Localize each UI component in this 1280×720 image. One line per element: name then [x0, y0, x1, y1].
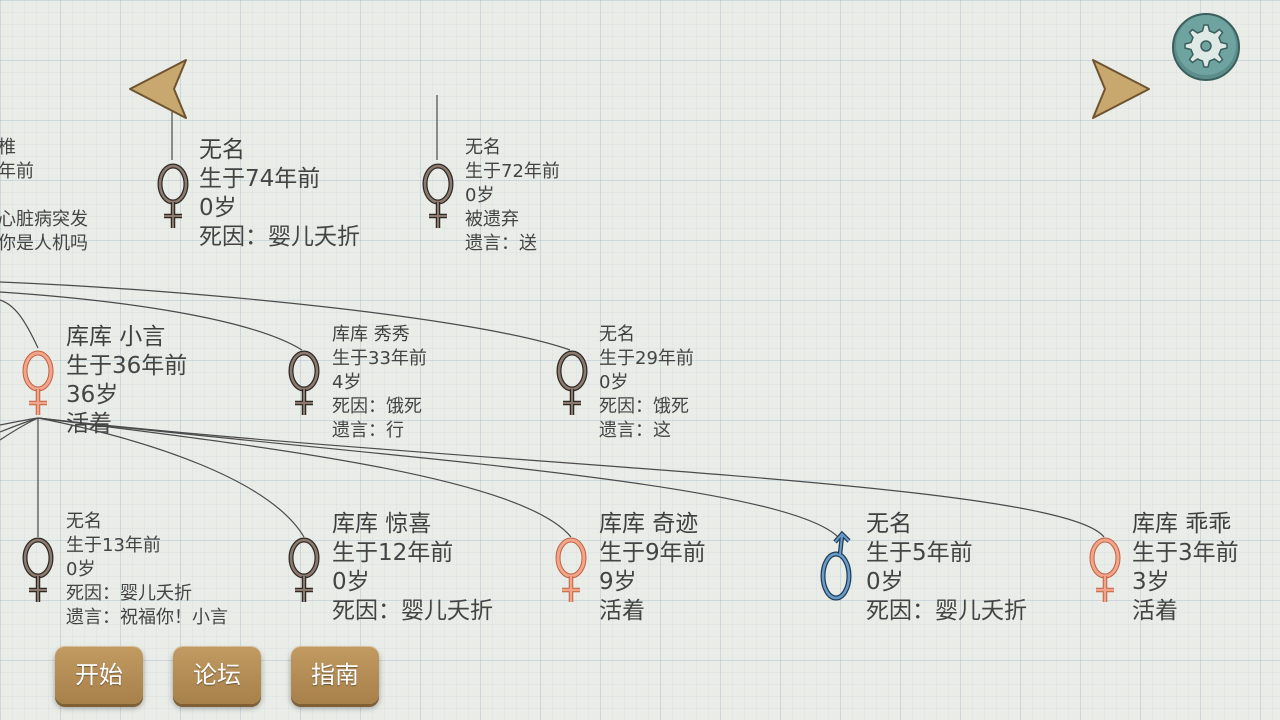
person-born: 生于36年前 [66, 353, 188, 379]
person-age: 0岁 [332, 569, 370, 595]
person-age: 0岁 [866, 569, 904, 595]
person-age: 0岁 [465, 185, 495, 206]
person-name: 库库 奇迹 [599, 511, 699, 537]
person-status: 死因：饿死 [599, 396, 689, 417]
settings-button[interactable] [1171, 12, 1241, 82]
tree-line [0, 281, 571, 351]
person-status: 死因：婴儿夭折 [866, 598, 1027, 624]
person-born: 生于33年前 [332, 348, 427, 369]
person-name: 无名 [66, 511, 102, 532]
person-status: 死因：婴儿夭折 [66, 583, 192, 604]
person-age: 36岁 [66, 382, 119, 408]
person-last-words: 遗言：祝福你！小言 [66, 607, 228, 628]
person-name: 库库 乖乖 [1132, 511, 1232, 537]
person-last-words: 你是人机吗 [0, 233, 88, 254]
person-age: 4岁 [332, 372, 362, 393]
female-symbol-icon [22, 350, 54, 415]
male-symbol-icon [820, 530, 852, 601]
person-status: 活着 [66, 411, 112, 437]
person-name: 库库 小言 [66, 324, 166, 350]
person-name: 无名 [199, 137, 245, 163]
person-last-words: 遗言：送 [465, 233, 537, 254]
gear-icon [1184, 24, 1228, 68]
person-status: 活着 [599, 598, 645, 624]
prev-page-button[interactable] [128, 58, 190, 120]
start-button[interactable]: 开始 [55, 646, 143, 704]
chevron-right-icon [1092, 59, 1150, 119]
person-last-words: 遗言：这 [599, 420, 671, 441]
female-symbol-icon [157, 163, 189, 228]
person-born: 生于72年前 [465, 161, 560, 182]
person-name: 椎 [0, 137, 16, 158]
person-status: 死因：婴儿夭折 [332, 598, 493, 624]
person-name: 库库 秀秀 [332, 324, 410, 345]
chevron-left-icon [129, 59, 187, 119]
person-age: 3岁 [1132, 569, 1170, 595]
person-born: 生于29年前 [599, 348, 694, 369]
tree-line [0, 417, 39, 441]
female-symbol-icon [556, 350, 588, 415]
tree-line [37, 417, 1105, 538]
female-symbol-icon [288, 350, 320, 415]
person-age: 9岁 [599, 569, 637, 595]
person-status: 活着 [1132, 598, 1178, 624]
person-name: 无名 [599, 324, 635, 345]
person-born: 生于13年前 [66, 535, 161, 556]
tree-line [0, 291, 303, 351]
tree-line [0, 299, 39, 349]
female-symbol-icon [288, 537, 320, 602]
female-symbol-icon [422, 163, 454, 228]
tree-line [37, 417, 572, 538]
person-born: 生于3年前 [1132, 540, 1239, 566]
person-cause: 心脏病突发 [0, 209, 88, 230]
person-born: 年前 [0, 161, 34, 182]
person-born: 生于74年前 [199, 166, 321, 192]
tree-line [37, 417, 839, 538]
tree-line [0, 417, 39, 426]
female-symbol-icon [22, 537, 54, 602]
person-name: 无名 [866, 511, 912, 537]
person-status: 死因：饿死 [332, 396, 422, 417]
person-age: 0岁 [599, 372, 629, 393]
person-name: 库库 惊喜 [332, 511, 432, 537]
forum-button[interactable]: 论坛 [173, 646, 261, 704]
guide-button[interactable]: 指南 [291, 646, 379, 704]
person-age: 0岁 [66, 559, 96, 580]
person-status: 死因：婴儿夭折 [199, 224, 360, 250]
next-page-button[interactable] [1089, 58, 1151, 120]
person-last-words: 遗言：行 [332, 420, 404, 441]
female-symbol-icon [1089, 537, 1121, 602]
person-born: 生于5年前 [866, 540, 973, 566]
female-symbol-icon [555, 537, 587, 602]
person-status: 被遗弃 [465, 209, 519, 230]
person-age: 0岁 [199, 195, 237, 221]
person-born: 生于12年前 [332, 540, 454, 566]
person-name: 无名 [465, 137, 501, 158]
tree-line [37, 417, 305, 538]
person-born: 生于9年前 [599, 540, 706, 566]
